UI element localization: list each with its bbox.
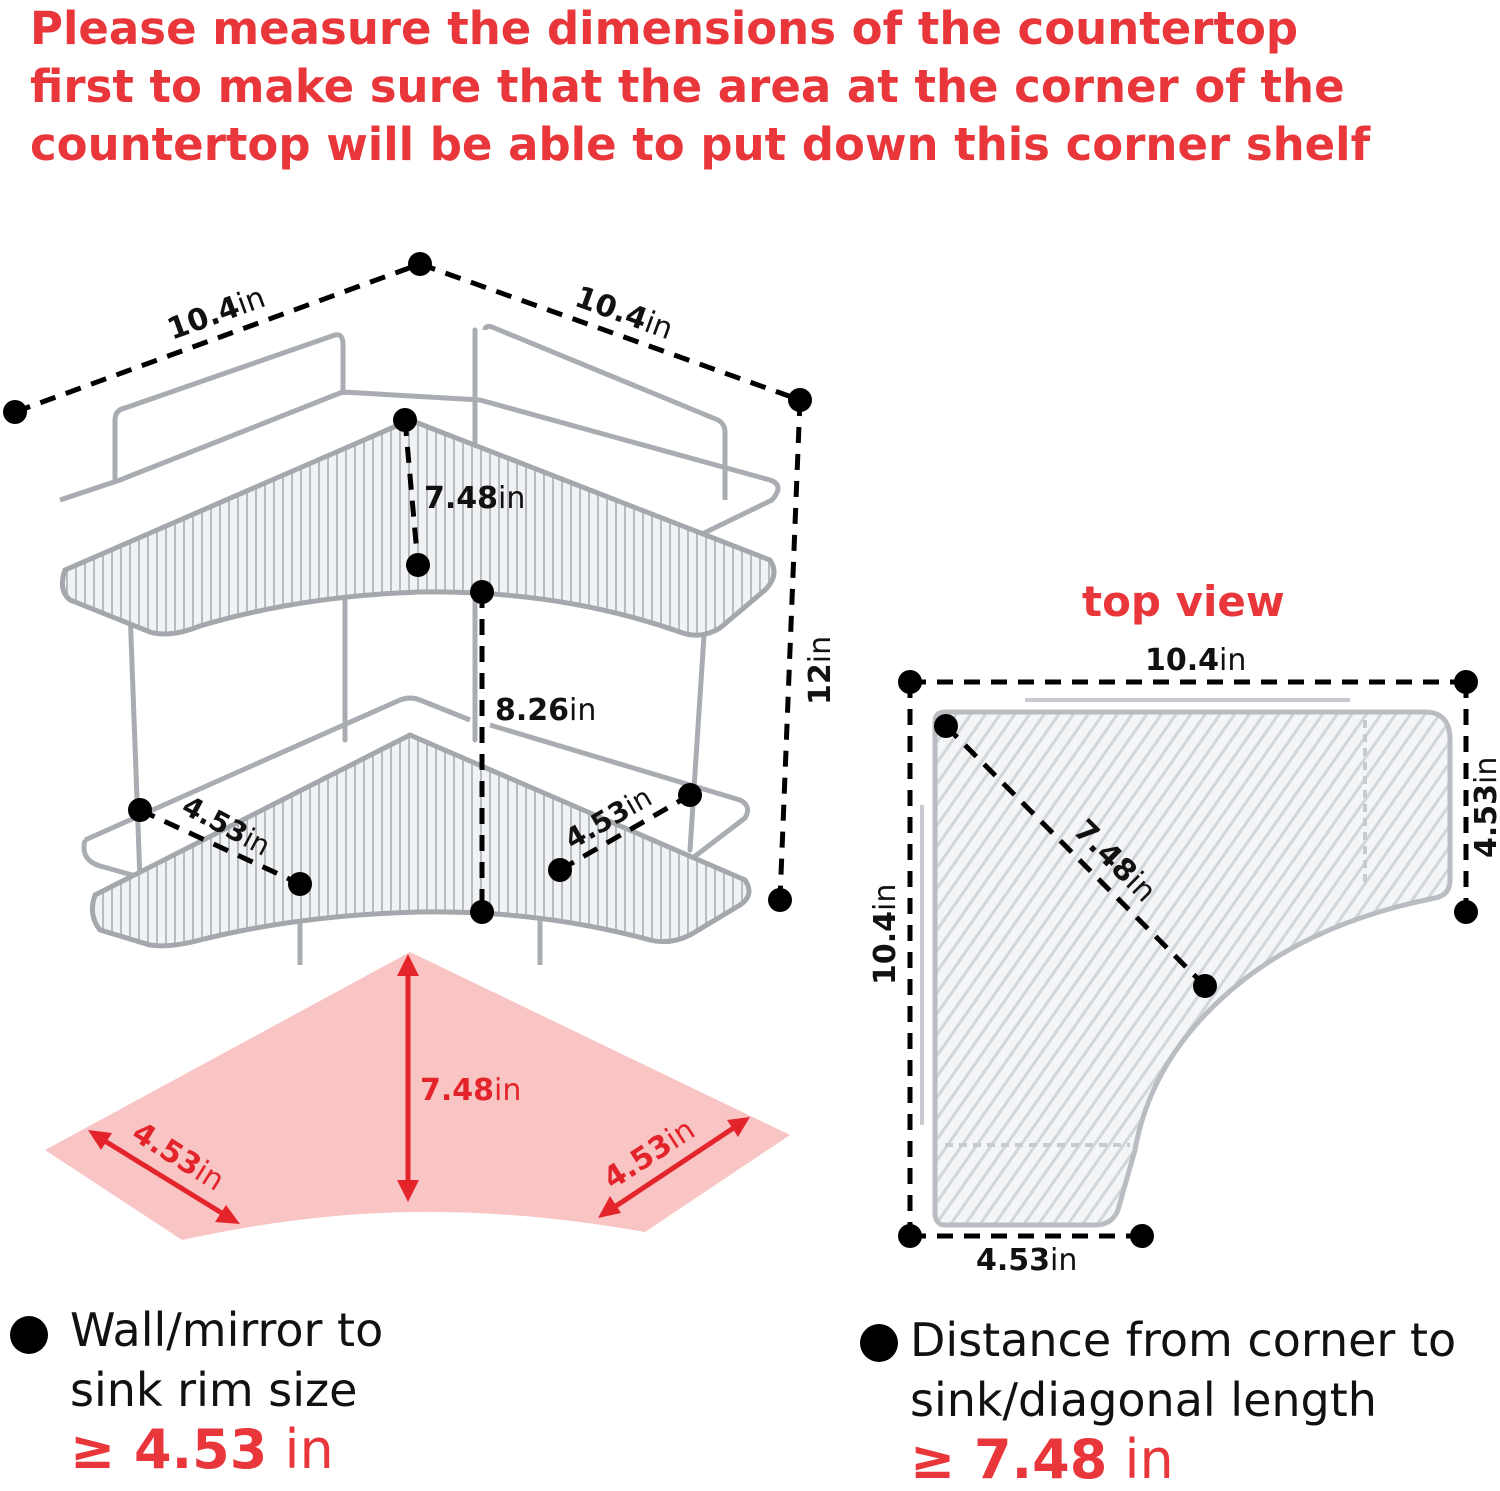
top-tier bbox=[59, 417, 777, 638]
note-line-2: sink/diagonal length bbox=[910, 1373, 1377, 1427]
note-wall-to-sink: Wall/mirror to sink rim size ≥ 4.53 in bbox=[10, 1300, 710, 1480]
shelf-dimension-dots bbox=[3, 252, 812, 924]
label-height: 12in bbox=[803, 636, 838, 705]
label-footprint-depth: 7.48in bbox=[420, 1073, 521, 1108]
countertop-footprint: 7.48in 4.53in 4.53in bbox=[45, 952, 790, 1240]
top-view-rails bbox=[920, 698, 1367, 1147]
note-line-2: sink rim size bbox=[70, 1363, 358, 1417]
label-top-view-bottom-side: 4.53in bbox=[976, 1243, 1077, 1278]
label-top-view-width: 10.4in bbox=[1145, 643, 1246, 678]
headline-line-2: first to make sure that the area at the … bbox=[30, 60, 1345, 113]
footprint-arrows bbox=[88, 954, 750, 1224]
note-value: ≥ 4.53 in bbox=[70, 1418, 334, 1481]
shelf-dimension-lines bbox=[14, 261, 803, 912]
top-view-illustration: top view 10.4in 10.4in bbox=[868, 577, 1500, 1278]
label-top-view-left-height: 10.4in bbox=[868, 884, 903, 985]
bottom-tier bbox=[89, 732, 752, 949]
top-view-dimension-lines bbox=[907, 679, 1469, 1239]
headline-line-1: Please measure the dimensions of the cou… bbox=[30, 2, 1299, 55]
note-value: ≥ 7.48 in bbox=[910, 1428, 1174, 1491]
note-corner-to-sink: Distance from corner to sink/diagonal le… bbox=[860, 1310, 1500, 1490]
footprint-area bbox=[45, 952, 790, 1240]
headline: Please measure the dimensions of the cou… bbox=[30, 0, 1490, 174]
note-line-1: Distance from corner to bbox=[910, 1313, 1457, 1367]
bullet-icon bbox=[860, 1324, 898, 1362]
note-line-1: Wall/mirror to bbox=[70, 1303, 384, 1357]
label-top-tier-depth: 7.48in bbox=[424, 481, 525, 516]
top-view-shelf bbox=[932, 709, 1453, 1228]
label-top-view-right-side: 4.53in bbox=[1469, 757, 1500, 858]
top-view-dimension-dots bbox=[898, 670, 1478, 1248]
label-tier-gap: 8.26in bbox=[495, 693, 596, 728]
corner-shelf-illustration: 10.4in 10.4in 12in 7.48in 8.26in 4.53in … bbox=[3, 252, 838, 965]
bullet-icon bbox=[10, 1316, 48, 1354]
label-top-left-width: 10.4in bbox=[163, 280, 270, 348]
top-view-title: top view bbox=[1082, 577, 1285, 626]
headline-line-3: countertop will be able to put down this… bbox=[30, 118, 1371, 171]
